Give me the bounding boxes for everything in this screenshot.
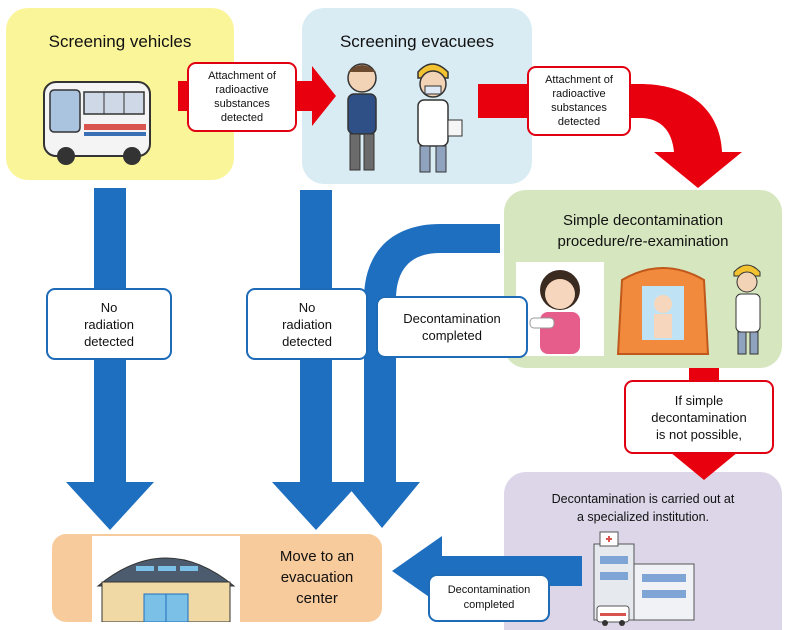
blue-arrow-decontamination-completed	[344, 224, 500, 528]
label-decontamination-completed-2: Decontamination completed	[428, 574, 550, 622]
evacuee-illustration	[347, 63, 377, 171]
screener-illustration	[417, 63, 463, 173]
label-attachment-detected-2: Attachment of radioactive substances det…	[527, 66, 631, 136]
screening-vehicles-title: Screening vehicles	[48, 32, 192, 51]
blue-arrow-evacuees-no-radiation	[272, 190, 360, 530]
decontamination-tent-illustration	[616, 267, 710, 355]
screener-illustration-2	[733, 264, 761, 355]
label-no-radiation-1: No radiation detected	[46, 288, 172, 360]
label-not-possible: If simple decontamination is not possibl…	[624, 380, 774, 454]
evacuation-center-title: Move to an evacuation center	[279, 548, 355, 607]
woman-wiping-arm-illustration	[516, 262, 604, 356]
label-decontamination-completed-1: Decontamination completed	[376, 296, 528, 358]
hospital-illustration	[593, 531, 695, 621]
gymnasium-illustration	[92, 536, 240, 622]
simple-decontamination-title: Simple decontamination procedure/re-exam…	[557, 212, 729, 250]
label-attachment-detected-1: Attachment of radioactive substances det…	[187, 62, 297, 132]
screening-evacuees-title: Screening evacuees	[339, 32, 495, 51]
bus-illustration	[43, 81, 151, 165]
specialized-institution-title: Decontamination is carried out at a spec…	[551, 492, 735, 524]
label-no-radiation-2: No radiation detected	[246, 288, 368, 360]
ambulance-illustration	[596, 605, 630, 626]
